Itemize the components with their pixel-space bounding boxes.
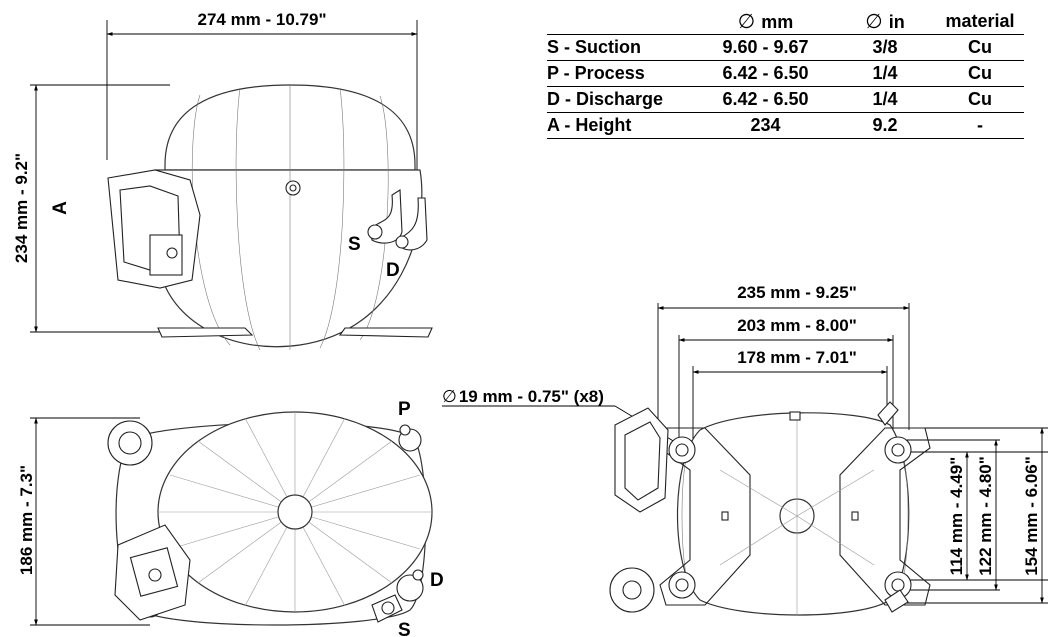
table-row: S - Suction 9.60 - 9.67 3/8 Cu [547,34,1024,61]
dimension-235: 235 mm - 9.25" [737,283,857,302]
row-in: 3/8 [834,34,936,61]
row-label: P - Process [547,60,697,87]
dimension-122: 122 mm - 4.80" [976,456,995,576]
table-header-row: ∅mm ∅in material [547,8,1024,35]
table-header-blank [547,8,697,35]
row-material: - [936,112,1024,139]
row-mm: 6.42 - 6.50 [697,60,834,87]
table-row: P - Process 6.42 - 6.50 1/4 Cu [547,60,1024,87]
row-mm: 6.42 - 6.50 [697,86,834,113]
dimension-114: 114 mm - 4.49" [947,457,966,576]
dimension-178: 178 mm - 7.01" [737,348,857,367]
dimension-154: 154 mm - 6.06" [1022,456,1041,576]
row-material: Cu [936,60,1024,87]
top-view: 186 mm - 7.3" [17,399,444,637]
side-port-d-label: D [386,260,400,281]
row-mm: 234 [697,112,834,139]
row-in: 1/4 [834,60,936,87]
table-header-material: material [936,8,1024,35]
base-view: 235 mm - 9.25" 203 mm - 8.00" 178 mm - 7… [442,283,1048,616]
row-label: S - Suction [547,34,697,61]
dimension-203: 203 mm - 8.00" [737,316,857,335]
height-label-a: A [50,201,71,215]
side-height-dimension: 234 mm - 9.2" [12,153,31,263]
row-in: 1/4 [834,86,936,113]
hole-diameter-dimension: ∅19 mm - 0.75" (x8) [442,387,604,406]
side-width-dimension: 274 mm - 10.79" [197,10,326,29]
row-label: A - Height [547,112,697,139]
diameter-symbol: ∅ [865,10,883,33]
row-label: D - Discharge [547,86,697,113]
table-header-mm: ∅mm [697,8,834,35]
top-depth-dimension: 186 mm - 7.3" [17,465,36,575]
row-in: 9.2 [834,112,936,139]
table-header-in: ∅in [834,8,936,35]
table-row: A - Height 234 9.2 - [547,112,1024,139]
row-mm: 9.60 - 9.67 [697,34,834,61]
base-spokes [719,412,875,615]
side-port-s-label: S [348,234,361,255]
connections-table: ∅mm ∅in material S - Suction 9.60 - 9.67… [547,8,1024,139]
top-port-d-label: D [430,570,444,591]
row-material: Cu [936,86,1024,113]
top-port-p-label: P [398,399,411,420]
side-view: 274 mm - 10.79" 234 mm - 9.2" A S D [12,10,433,351]
diameter-symbol: ∅ [737,10,756,33]
row-material: Cu [936,34,1024,61]
top-port-s-label: S [398,620,411,637]
table-row: D - Discharge 6.42 - 6.50 1/4 Cu [547,86,1024,113]
